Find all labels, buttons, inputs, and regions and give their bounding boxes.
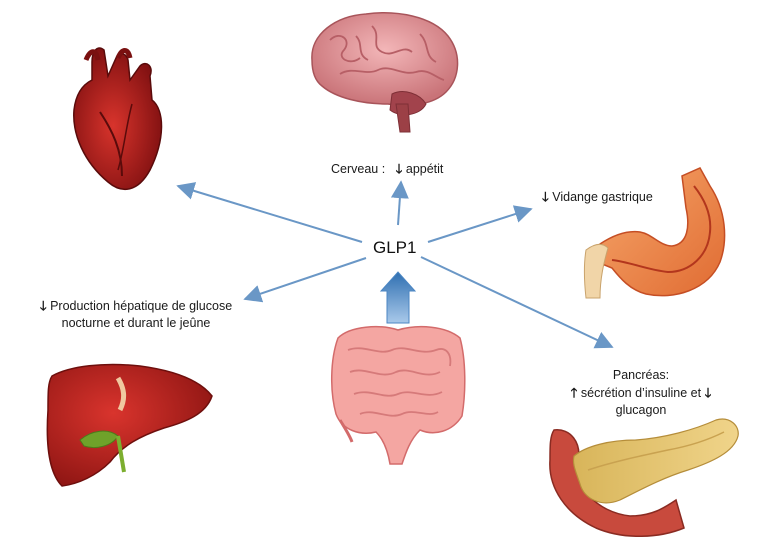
liver-effect-label: 🡓 Production hépatique de glucose noctur…	[16, 297, 256, 332]
arrow-to-brain	[398, 182, 401, 225]
heart-icon	[74, 48, 162, 189]
arrow-to-liver	[245, 258, 366, 299]
block-arrow-up	[381, 272, 415, 323]
arrow-down-icon: 🡓	[705, 385, 712, 400]
pancreas-title: Pancréas:	[548, 367, 734, 384]
brain-organ-name: Cerveau	[331, 162, 378, 176]
pancreas-effect-line3: glucagon	[548, 402, 734, 419]
pancreas-icon	[550, 419, 738, 536]
stomach-effect-label: 🡓 Vidange gastrique	[542, 188, 653, 206]
brain-effect-text: appétit	[406, 162, 444, 176]
arrow-down-icon: 🡓	[40, 298, 47, 313]
brain-separator: :	[378, 162, 385, 176]
arrow-up-icon: 🡑	[571, 385, 578, 400]
liver-effect-line2: nocturne et durant le jeûne	[16, 315, 256, 332]
brain-effect-label: Cerveau : 🡓 appétit	[331, 160, 443, 178]
pancreas-effect-line2: 🡑 sécrétion d’insuline et 🡓	[548, 384, 734, 402]
arrow-down-icon: 🡓	[542, 189, 549, 204]
liver-icon	[47, 364, 212, 486]
arrow-to-heart	[178, 186, 362, 242]
arrow-to-stomach	[428, 209, 531, 242]
intestine-icon	[332, 327, 465, 464]
stomach-effect-text: Vidange gastrique	[552, 190, 653, 204]
arrow-down-icon: 🡓	[396, 161, 403, 176]
liver-effect-line1: 🡓 Production hépatique de glucose	[16, 297, 256, 315]
pancreas-effect-label: Pancréas: 🡑 sécrétion d’insuline et 🡓 gl…	[548, 367, 734, 419]
glp1-label: GLP1	[373, 238, 416, 258]
brain-icon	[312, 13, 458, 132]
